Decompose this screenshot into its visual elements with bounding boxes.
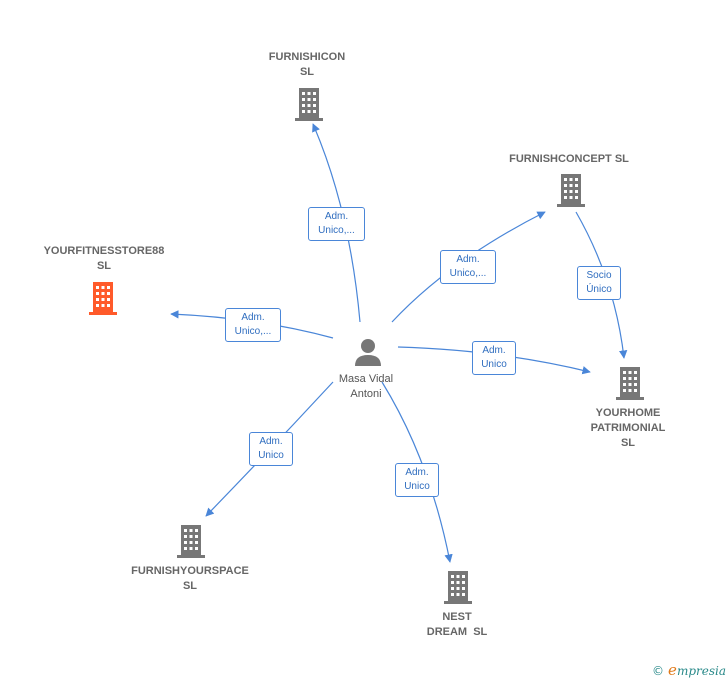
edge-label-line: Unico bbox=[258, 450, 284, 461]
company-label-yourfitnessstore88[interactable]: YOURFITNESSTORE88 SL bbox=[22, 244, 186, 274]
edge-label-line: Adm. bbox=[241, 312, 265, 323]
edge-label-line: Unico,... bbox=[449, 268, 487, 279]
brand-text: mpresia bbox=[676, 664, 726, 678]
copyright-icon: © bbox=[652, 664, 665, 678]
edge-label-line: Adm. bbox=[324, 211, 349, 222]
building-icon[interactable] bbox=[441, 569, 475, 610]
edge-label-line: Único bbox=[586, 284, 612, 295]
edge-label-line: Socio bbox=[586, 270, 612, 281]
edge-label-line: Unico,... bbox=[234, 326, 272, 337]
brand-e-letter: e bbox=[668, 661, 677, 679]
building-icon-highlighted[interactable] bbox=[86, 280, 120, 321]
person-name-line: Masa Vidal bbox=[338, 373, 394, 385]
person-icon[interactable] bbox=[352, 336, 384, 373]
label-line: FURNISHCONCEPT SL bbox=[509, 153, 629, 165]
edge-label-to-yourfitnessstore88[interactable]: Adm. Unico,... bbox=[225, 308, 281, 342]
edge-label-to-yourhome[interactable]: Adm. Unico bbox=[472, 341, 516, 375]
label-line: YOURFITNESSTORE88 bbox=[43, 245, 165, 257]
building-icon[interactable] bbox=[554, 172, 588, 213]
edge-label-line: Adm. bbox=[482, 345, 506, 356]
edge-label-line: Adm. bbox=[456, 254, 480, 265]
label-line: FURNISHYOURSPACE bbox=[131, 565, 249, 577]
label-line: SL bbox=[182, 580, 198, 592]
company-label-furnishconcept[interactable]: FURNISHCONCEPT SL bbox=[489, 152, 649, 167]
edge-label-line: Adm. bbox=[405, 467, 429, 478]
person-label[interactable]: Masa Vidal Antoni bbox=[306, 372, 426, 402]
label-line: DREAM SL bbox=[426, 626, 488, 638]
edge-label-line: Unico,... bbox=[318, 225, 355, 236]
label-line: PATRIMONIAL bbox=[590, 422, 666, 434]
label-line: SL bbox=[620, 437, 636, 449]
edge-label-line: Unico bbox=[404, 481, 430, 492]
label-line: FURNISHICON bbox=[268, 51, 346, 63]
label-line: SL bbox=[96, 260, 112, 272]
company-label-furnishyourspace[interactable]: FURNISHYOURSPACE SL bbox=[110, 564, 270, 594]
edge-label-line: Unico bbox=[481, 359, 507, 370]
label-line: NEST bbox=[442, 611, 472, 623]
building-icon[interactable] bbox=[174, 523, 208, 564]
company-label-furnishicon[interactable]: FURNISHICON SL bbox=[247, 50, 367, 80]
company-label-yourhome[interactable]: YOURHOME PATRIMONIAL SL bbox=[568, 406, 688, 451]
label-line: YOURHOME bbox=[595, 407, 661, 419]
edge-label-concept-to-yourhome[interactable]: Socio Único bbox=[577, 266, 621, 300]
edge-label-to-furnishconcept[interactable]: Adm. Unico,... bbox=[440, 250, 496, 284]
edge-label-line: Adm. bbox=[259, 436, 283, 447]
edge-label-to-furnishicon[interactable]: Adm. Unico,... bbox=[308, 207, 365, 241]
company-label-nestdream[interactable]: NEST DREAM SL bbox=[398, 610, 516, 640]
edge-label-to-furnishyourspace[interactable]: Adm. Unico bbox=[249, 432, 293, 466]
building-icon[interactable] bbox=[292, 86, 326, 127]
building-icon[interactable] bbox=[613, 365, 647, 406]
edge-label-to-nestdream[interactable]: Adm. Unico bbox=[395, 463, 439, 497]
person-name-line: Antoni bbox=[350, 388, 382, 400]
empresia-logo: ©empresia bbox=[652, 661, 726, 679]
label-line: SL bbox=[299, 66, 315, 78]
